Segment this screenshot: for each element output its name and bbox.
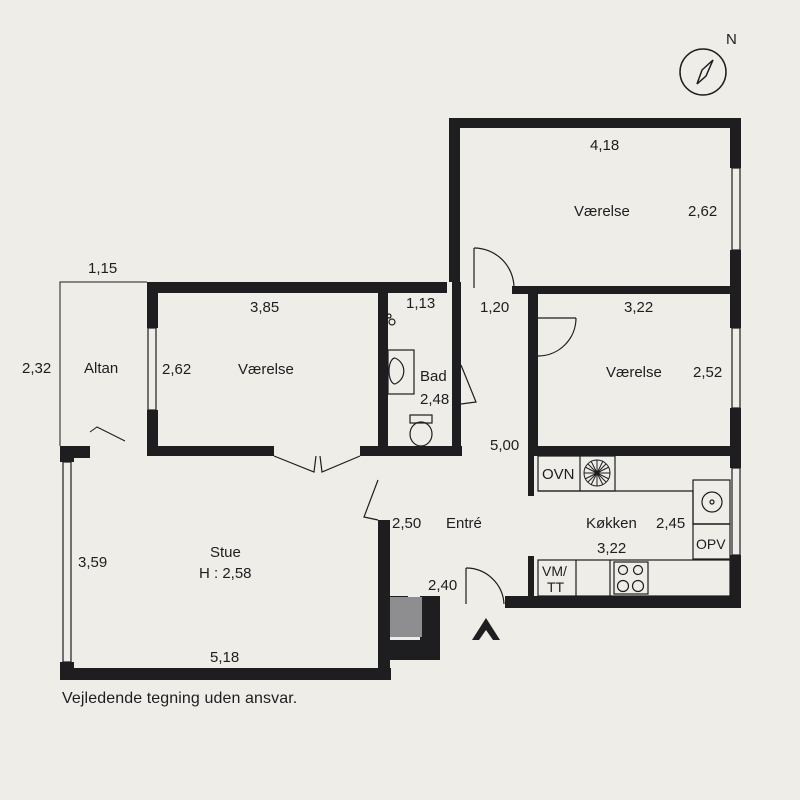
windows (62, 167, 741, 663)
cooktop-icon (613, 561, 649, 595)
altan-width: 1,15 (88, 260, 117, 277)
entre-depth: 5,00 (490, 437, 519, 454)
compass-needle-icon (696, 59, 714, 85)
bath-depth: 2,48 (420, 391, 449, 408)
bedroom-right-name: Værelse (606, 364, 662, 381)
kitchen-name: Køkken (586, 515, 637, 532)
extractor-fan-icon (583, 459, 611, 487)
toilet-icon (409, 414, 433, 424)
bath-width: 1,13 (406, 295, 435, 312)
room-labels: 4,18 Værelse 2,62 1,15 2,32 Altan 3,85 2… (22, 137, 726, 666)
bedroom-right-depth: 2,52 (693, 364, 722, 381)
walls (60, 118, 741, 680)
kitchen-counters (537, 455, 731, 597)
altan-depth: 2,32 (22, 360, 51, 377)
bedroom-top-width: 4,18 (590, 137, 619, 154)
stue-depth: 3,59 (78, 554, 107, 571)
washer-label-1: VM/ (542, 563, 567, 579)
entre-name: Entré (446, 515, 482, 532)
bedroom-top-name: Værelse (574, 203, 630, 220)
stue-height: H : 2,58 (199, 565, 252, 582)
bedroom-top-depth: 2,62 (688, 203, 717, 220)
compass-north-label: N (726, 31, 737, 48)
altan-outline (59, 281, 147, 446)
bedroom-right-width: 3,22 (624, 299, 653, 316)
kitchen-width: 3,22 (597, 540, 626, 557)
entre-width: 2,50 (392, 515, 421, 532)
kitchen-sink-icon (701, 491, 723, 513)
washer-label-2: TT (547, 579, 565, 595)
altan-name: Altan (84, 360, 118, 377)
shower-icon (388, 318, 396, 326)
door-swings (273, 247, 577, 605)
bath-fixtures (386, 313, 433, 447)
sink-icon (387, 349, 415, 395)
kitchen-depth: 2,45 (656, 515, 685, 532)
bath-name: Bad (420, 368, 447, 385)
stue-name: Stue (210, 544, 241, 561)
compass-icon (679, 48, 727, 96)
bedroom-left-width: 3,85 (250, 299, 279, 316)
disclaimer-text: Vejledende tegning uden ansvar. (62, 690, 298, 707)
entrance-arrow-icon (472, 618, 500, 640)
compass: N (679, 31, 737, 96)
bedroom-left-name: Værelse (238, 361, 294, 378)
oven-label: OVN (542, 466, 575, 483)
entre-door-width: 1,20 (480, 299, 509, 316)
entrance-width: 2,40 (428, 577, 457, 594)
stue-width: 5,18 (210, 649, 239, 666)
chimney-shaft (390, 597, 422, 637)
dishwasher-label: OPV (696, 536, 726, 552)
bedroom-left-depth: 2,62 (162, 361, 191, 378)
